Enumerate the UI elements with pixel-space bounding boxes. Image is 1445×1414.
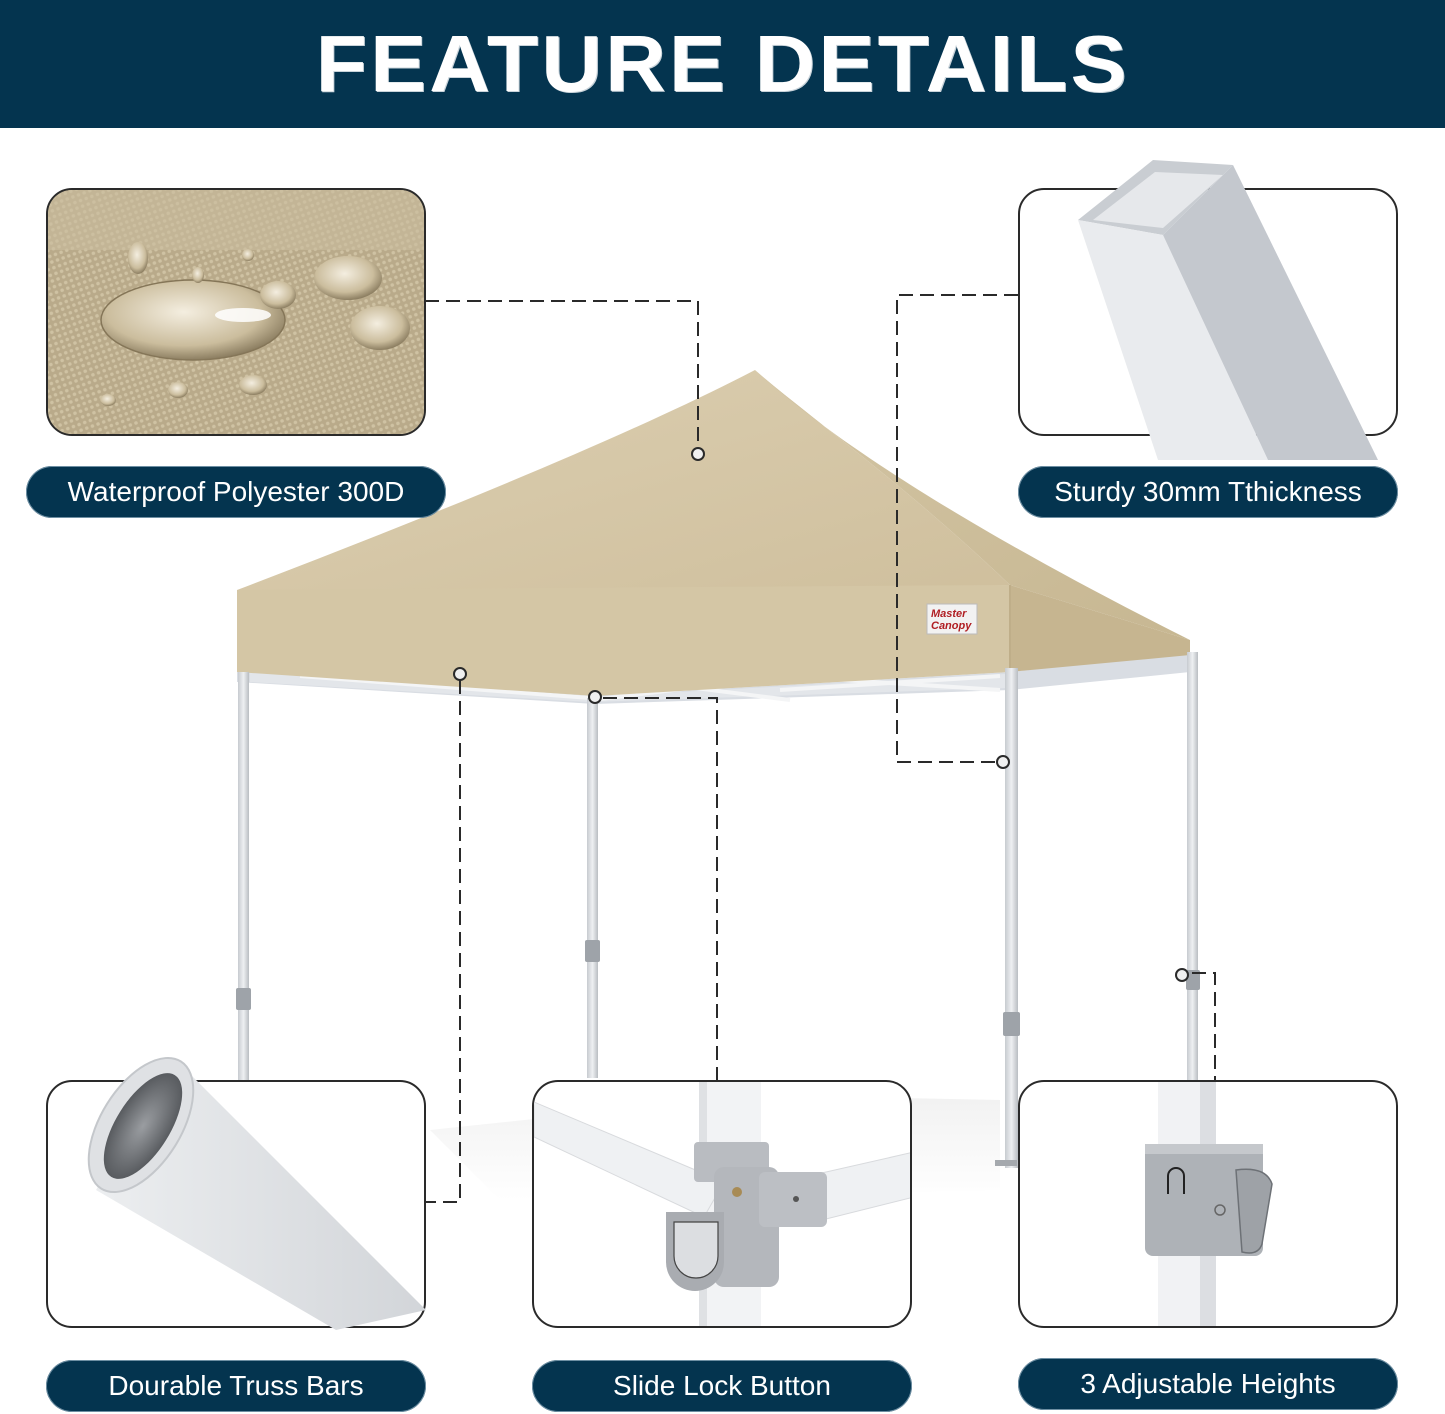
truss-bar-detail-photo	[46, 1056, 426, 1330]
feature-label-slide-lock: Slide Lock Button	[532, 1360, 912, 1412]
steel-leg-detail-photo	[1018, 160, 1398, 460]
feature-label-text: Sturdy 30mm Tthickness	[1054, 476, 1362, 507]
slide-lock-detail-photo	[532, 1080, 912, 1328]
feature-label-heights: 3 Adjustable Heights	[1018, 1358, 1398, 1410]
slide-lock-marker	[588, 690, 602, 704]
feature-label-text: 3 Adjustable Heights	[1080, 1368, 1336, 1399]
fabric-detail-photo	[46, 188, 426, 436]
page-title: FEATURE DETAILS	[315, 19, 1130, 108]
feature-label-text: Dourable Truss Bars	[108, 1370, 364, 1401]
leg-marker	[996, 755, 1010, 769]
header-banner: FEATURE DETAILS	[0, 0, 1445, 128]
feature-label-text: Waterproof Polyester 300D	[67, 476, 405, 507]
fabric-marker	[691, 447, 705, 461]
feature-label-text: Slide Lock Button	[613, 1370, 831, 1401]
feature-label-truss: Dourable Truss Bars	[46, 1360, 426, 1412]
truss-marker	[453, 667, 467, 681]
svg-text:Master: Master	[931, 608, 967, 620]
height-adjust-detail-photo	[1018, 1080, 1398, 1328]
heights-marker	[1175, 968, 1189, 982]
brand-label: Master Canopy	[926, 603, 978, 635]
feature-label-leg: Sturdy 30mm Tthickness	[1018, 466, 1398, 518]
svg-text:Canopy: Canopy	[931, 620, 972, 632]
feature-label-fabric: Waterproof Polyester 300D	[26, 466, 446, 518]
